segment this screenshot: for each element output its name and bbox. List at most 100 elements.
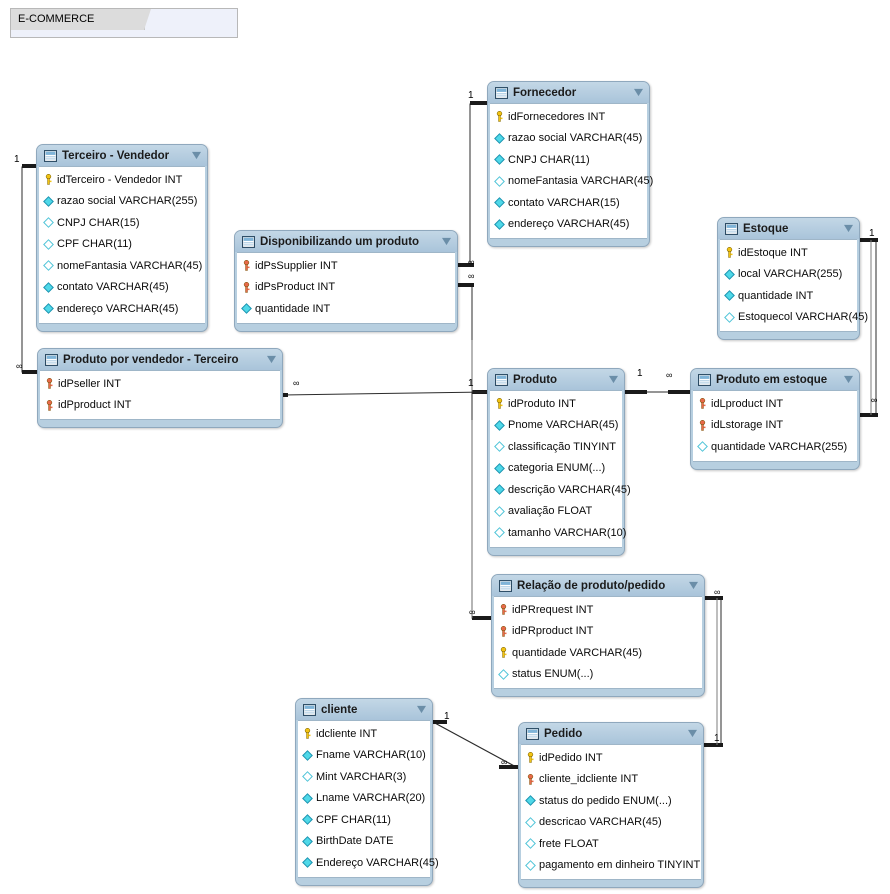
table-icon	[303, 703, 316, 716]
entity-table-header[interactable]: Estoque	[718, 218, 859, 239]
cardinality-label: 1	[637, 368, 643, 379]
column-row[interactable]: contato VARCHAR(15)	[490, 192, 647, 214]
chevron-down-icon[interactable]	[417, 705, 426, 714]
fk-key-icon	[243, 281, 250, 293]
entity-table-header[interactable]: Produto em estoque	[691, 369, 859, 390]
column-row[interactable]: idPRproduct INT	[494, 621, 702, 643]
entity-table-title: Pedido	[544, 727, 583, 740]
fk-key-icon	[243, 260, 250, 271]
column-row[interactable]: cliente_idcliente INT	[521, 769, 701, 791]
column-row[interactable]: nomeFantasia VARCHAR(45)	[39, 255, 205, 277]
column-row[interactable]: idPproduct INT	[40, 395, 280, 417]
chevron-down-icon[interactable]	[844, 224, 853, 233]
column-row[interactable]: classificação TINYINT	[490, 436, 622, 458]
column-row[interactable]: Pnome VARCHAR(45)	[490, 415, 622, 437]
column-row[interactable]: Mint VARCHAR(3)	[298, 766, 430, 788]
column-row[interactable]: endereço VARCHAR(45)	[490, 214, 647, 236]
column-row[interactable]: idTerceiro - Vendedor INT	[39, 169, 205, 191]
column-row[interactable]: contato VARCHAR(45)	[39, 277, 205, 299]
column-label: idPRproduct INT	[512, 625, 594, 638]
column-row[interactable]: Endereço VARCHAR(45)	[298, 852, 439, 874]
column-row[interactable]: avaliação FLOAT	[490, 501, 622, 523]
column-row[interactable]: razao social VARCHAR(45)	[490, 128, 647, 150]
entity-table-produto_por_vendedor_terceiro[interactable]: Produto por vendedor - Terceiro idPseller…	[37, 348, 283, 428]
column-row[interactable]: Lname VARCHAR(20)	[298, 788, 430, 810]
column-row[interactable]: idEstoque INT	[720, 242, 857, 264]
entity-table-header[interactable]: Pedido	[519, 723, 703, 744]
column-row[interactable]: local VARCHAR(255)	[720, 264, 857, 286]
chevron-down-icon[interactable]	[609, 375, 618, 384]
pk-key-icon	[726, 247, 733, 258]
cardinality-label: 1	[468, 90, 474, 101]
column-row[interactable]: quantidade VARCHAR(255)	[693, 436, 857, 458]
column-row[interactable]: Estoquecol VARCHAR(45)	[720, 307, 868, 329]
chevron-down-icon[interactable]	[267, 355, 276, 364]
column-label: frete FLOAT	[539, 837, 599, 850]
column-row[interactable]: CNPJ CHAR(15)	[39, 212, 205, 234]
chevron-down-icon[interactable]	[688, 729, 697, 738]
entity-table-cliente[interactable]: cliente idcliente INT Fname VARCHAR(10) Min…	[295, 698, 439, 886]
column-label: idLproduct INT	[711, 397, 784, 410]
column-row[interactable]: idPedido INT	[521, 747, 701, 769]
column-row[interactable]: idProduto INT	[490, 393, 622, 415]
entity-table-header[interactable]: Fornecedor	[488, 82, 649, 103]
column-row[interactable]: idPRrequest INT	[494, 599, 702, 621]
entity-table-produto_em_estoque[interactable]: Produto em estoque idLproduct INT idLstora…	[690, 368, 860, 470]
column-row[interactable]: idcliente INT	[298, 723, 430, 745]
column-row[interactable]: nomeFantasia VARCHAR(45)	[490, 171, 653, 193]
column-row[interactable]: Fname VARCHAR(10)	[298, 745, 430, 767]
entity-table-terceiro_vendedor[interactable]: Terceiro - Vendedor idTerceiro - Vendedor…	[36, 144, 208, 332]
column-label: idPproduct INT	[58, 399, 132, 412]
chevron-down-icon[interactable]	[442, 237, 451, 246]
column-row[interactable]: idFornecedores INT	[490, 106, 647, 128]
column-row[interactable]: status ENUM(...)	[494, 664, 702, 686]
table-icon	[698, 373, 711, 386]
column-row[interactable]: CPF CHAR(11)	[39, 234, 205, 256]
column-row[interactable]: descricao VARCHAR(45)	[521, 812, 701, 834]
column-row[interactable]: pagamento em dinheiro TINYINT	[521, 855, 701, 877]
column-row[interactable]: razao social VARCHAR(255)	[39, 191, 205, 213]
column-row[interactable]: BirthDate DATE	[298, 831, 430, 853]
cardinality-label: 1	[869, 228, 875, 239]
diamond-hollow-icon	[525, 838, 536, 850]
entity-table-header[interactable]: Produto por vendedor - Terceiro	[38, 349, 282, 370]
column-row[interactable]: categoria ENUM(...)	[490, 458, 622, 480]
column-label: Fname VARCHAR(10)	[316, 749, 426, 762]
chevron-down-icon[interactable]	[689, 581, 698, 590]
column-row[interactable]: idPseller INT	[40, 373, 280, 395]
column-row[interactable]: endereço VARCHAR(45)	[39, 298, 205, 320]
column-row[interactable]: idLproduct INT	[693, 393, 857, 415]
entity-table-title: Produto em estoque	[716, 373, 828, 386]
entity-table-header[interactable]: Produto	[488, 369, 624, 390]
column-row[interactable]: CNPJ CHAR(11)	[490, 149, 647, 171]
entity-table-header[interactable]: Disponibilizando um produto	[235, 231, 457, 252]
column-label: idPseller INT	[58, 377, 121, 390]
column-label: idTerceiro - Vendedor INT	[57, 173, 183, 186]
column-row[interactable]: idLstorage INT	[693, 415, 857, 437]
column-row[interactable]: idPsProduct INT	[237, 277, 455, 299]
column-row[interactable]: CPF CHAR(11)	[298, 809, 430, 831]
chevron-down-icon[interactable]	[192, 151, 201, 160]
column-row[interactable]: quantidade INT	[237, 298, 455, 320]
tab-ecommerce[interactable]: E-COMMERCE	[11, 9, 151, 30]
entity-table-header[interactable]: Relação de produto/pedido	[492, 575, 704, 596]
chevron-down-icon[interactable]	[634, 88, 643, 97]
column-row[interactable]: frete FLOAT	[521, 833, 701, 855]
column-row[interactable]: idPsSupplier INT	[237, 255, 455, 277]
entity-table-columns: idPRrequest INT idPRproduct INT quantidade…	[494, 596, 702, 689]
column-row[interactable]: quantidade VARCHAR(45)	[494, 642, 702, 664]
column-row[interactable]: status do pedido ENUM(...)	[521, 790, 701, 812]
column-row[interactable]: descrição VARCHAR(45)	[490, 479, 631, 501]
chevron-down-icon[interactable]	[844, 375, 853, 384]
column-row[interactable]: tamanho VARCHAR(10)	[490, 522, 626, 544]
entity-table-header[interactable]: Terceiro - Vendedor	[37, 145, 207, 166]
column-row[interactable]: quantidade INT	[720, 285, 857, 307]
entity-table-header[interactable]: cliente	[296, 699, 432, 720]
